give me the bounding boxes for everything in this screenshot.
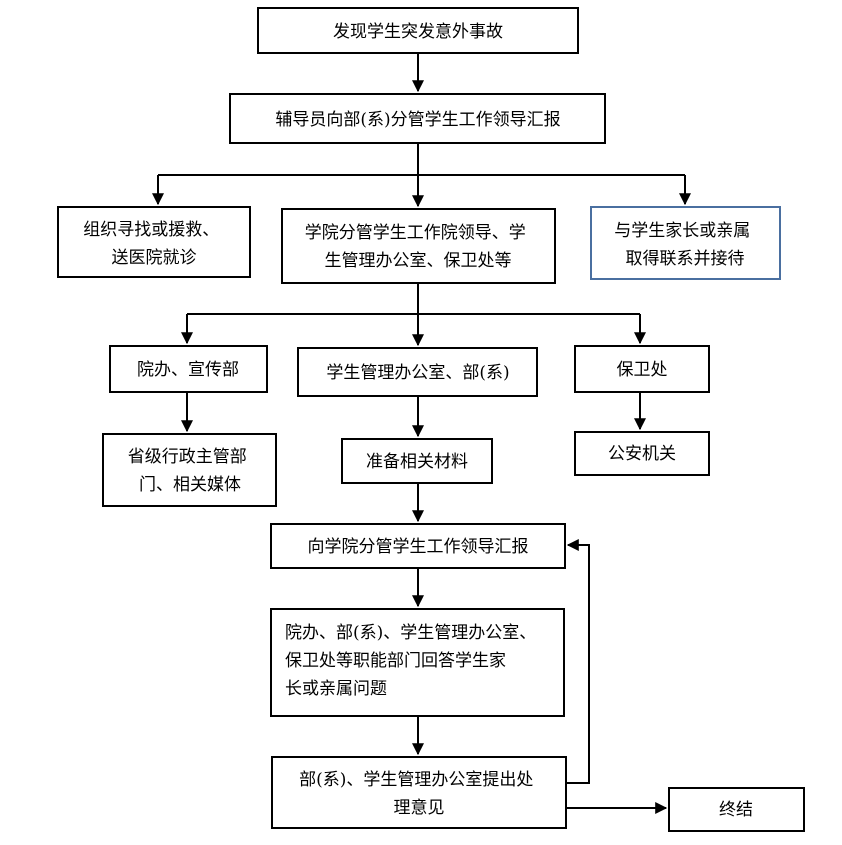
svg-text:学生管理办公室、部(系): 学生管理办公室、部(系)	[326, 363, 509, 383]
node-end: 终结	[668, 787, 805, 832]
node-organize-search: 组织寻找或援救、 送医院就诊	[57, 206, 251, 278]
node-college-office-publicity: 院办、宣传部	[109, 345, 268, 393]
node-report-to-college: 向学院分管学生工作领导汇报	[270, 523, 566, 569]
svg-text:保卫处: 保卫处	[617, 360, 668, 380]
node-college-leaders-line-2: 生管理办公室、保卫处等	[325, 251, 512, 271]
node-answer-family: 院办、部(系)、学生管理办公室、 保卫处等职能部门回答学生家 长或亲属问题	[270, 608, 565, 717]
node-student-office-dept-line-1: 学生管理办公室、部(系)	[326, 363, 509, 383]
node-security-office: 保卫处	[574, 345, 710, 393]
svg-text:院办、宣传部: 院办、宣传部	[137, 360, 239, 380]
svg-text:终结: 终结	[719, 800, 753, 820]
node-college-leaders-line-1: 学院分管学生工作院领导、学	[305, 223, 526, 243]
node-contact-family-line-1: 与学生家长或亲属	[614, 221, 750, 241]
node-report-to-college-line-1: 向学院分管学生工作领导汇报	[308, 537, 529, 557]
node-discover: 发现学生突发意外事故	[257, 7, 579, 54]
node-provincial-media-line-1: 省级行政主管部	[128, 447, 247, 467]
node-public-security-line-1: 公安机关	[608, 444, 676, 464]
node-provincial-media-line-2: 门、相关媒体	[139, 475, 241, 495]
node-organize-search-line-2: 送医院就诊	[112, 248, 197, 268]
node-discover-line-1: 发现学生突发意外事故	[333, 22, 503, 42]
node-handling-opinion: 部(系)、学生管理办公室提出处 理意见	[271, 756, 567, 829]
node-college-office-publicity-line-1: 院办、宣传部	[137, 360, 239, 380]
svg-text:公安机关: 公安机关	[608, 444, 676, 464]
node-public-security: 公安机关	[574, 431, 710, 476]
node-organize-search-line-1: 组织寻找或援救、	[83, 220, 219, 240]
node-handling-opinion-line-1: 部(系)、学生管理办公室提出处	[299, 770, 533, 790]
svg-text:省级行政主管部 门、相关媒体: 省级行政主管部 门、相关媒体	[128, 447, 252, 495]
svg-text:组织寻找或援救、 送医院就诊: 组织寻找或援救、 送医院就诊	[83, 220, 224, 268]
node-answer-family-line-3: 长或亲属问题	[285, 679, 387, 699]
svg-text:学院分管学生工作院领导、学 生管理办公室、保卫处: 学院分管学生工作院领导、学 生管理办公室、保卫处等	[305, 223, 531, 271]
node-answer-family-line-1: 院办、部(系)、学生管理办公室、	[285, 623, 536, 643]
node-security-office-line-1: 保卫处	[617, 360, 668, 380]
edge-opinion-loopback	[566, 539, 590, 784]
node-contact-family: 与学生家长或亲属 取得联系并接待	[590, 206, 781, 280]
svg-text:与学生家长或亲属 取得联系并接待: 与学生家长或亲属 取得联系并接待	[614, 221, 755, 269]
node-answer-family-line-2: 保卫处等职能部门回答学生家	[285, 651, 506, 671]
edges	[152, 53, 691, 814]
svg-text:院办、部(系)、学生管理办公室、 保卫处等职能部: 院办、部(系)、学生管理办公室、 保卫处等职能部门回答学生家 长或亲属问题	[285, 623, 542, 699]
svg-text:部(系)、学生管理办公室提出处 理意见: 部(系)、学生管理办公室提出处 理意见	[299, 770, 539, 818]
node-prepare-materials: 准备相关材料	[341, 438, 493, 484]
node-handling-opinion-line-2: 理意见	[394, 798, 445, 818]
node-prepare-materials-line-1: 准备相关材料	[366, 452, 468, 472]
svg-text:发现学生突发意外事故: 发现学生突发意外事故	[333, 22, 503, 42]
svg-text:辅导员向部(系)分管学生工作领导汇报: 辅导员向部(系)分管学生工作领导汇报	[275, 110, 560, 130]
node-counselor-report: 辅导员向部(系)分管学生工作领导汇报	[229, 93, 606, 144]
node-provincial-media: 省级行政主管部 门、相关媒体	[102, 433, 277, 507]
node-end-line-1: 终结	[719, 800, 753, 820]
node-contact-family-line-2: 取得联系并接待	[626, 249, 745, 269]
node-student-office-dept: 学生管理办公室、部(系)	[297, 347, 538, 397]
node-counselor-report-line-1: 辅导员向部(系)分管学生工作领导汇报	[275, 110, 560, 130]
node-college-leaders: 学院分管学生工作院领导、学 生管理办公室、保卫处等	[281, 208, 556, 284]
svg-text:准备相关材料: 准备相关材料	[366, 452, 468, 472]
svg-text:向学院分管学生工作领导汇报: 向学院分管学生工作领导汇报	[308, 537, 529, 557]
